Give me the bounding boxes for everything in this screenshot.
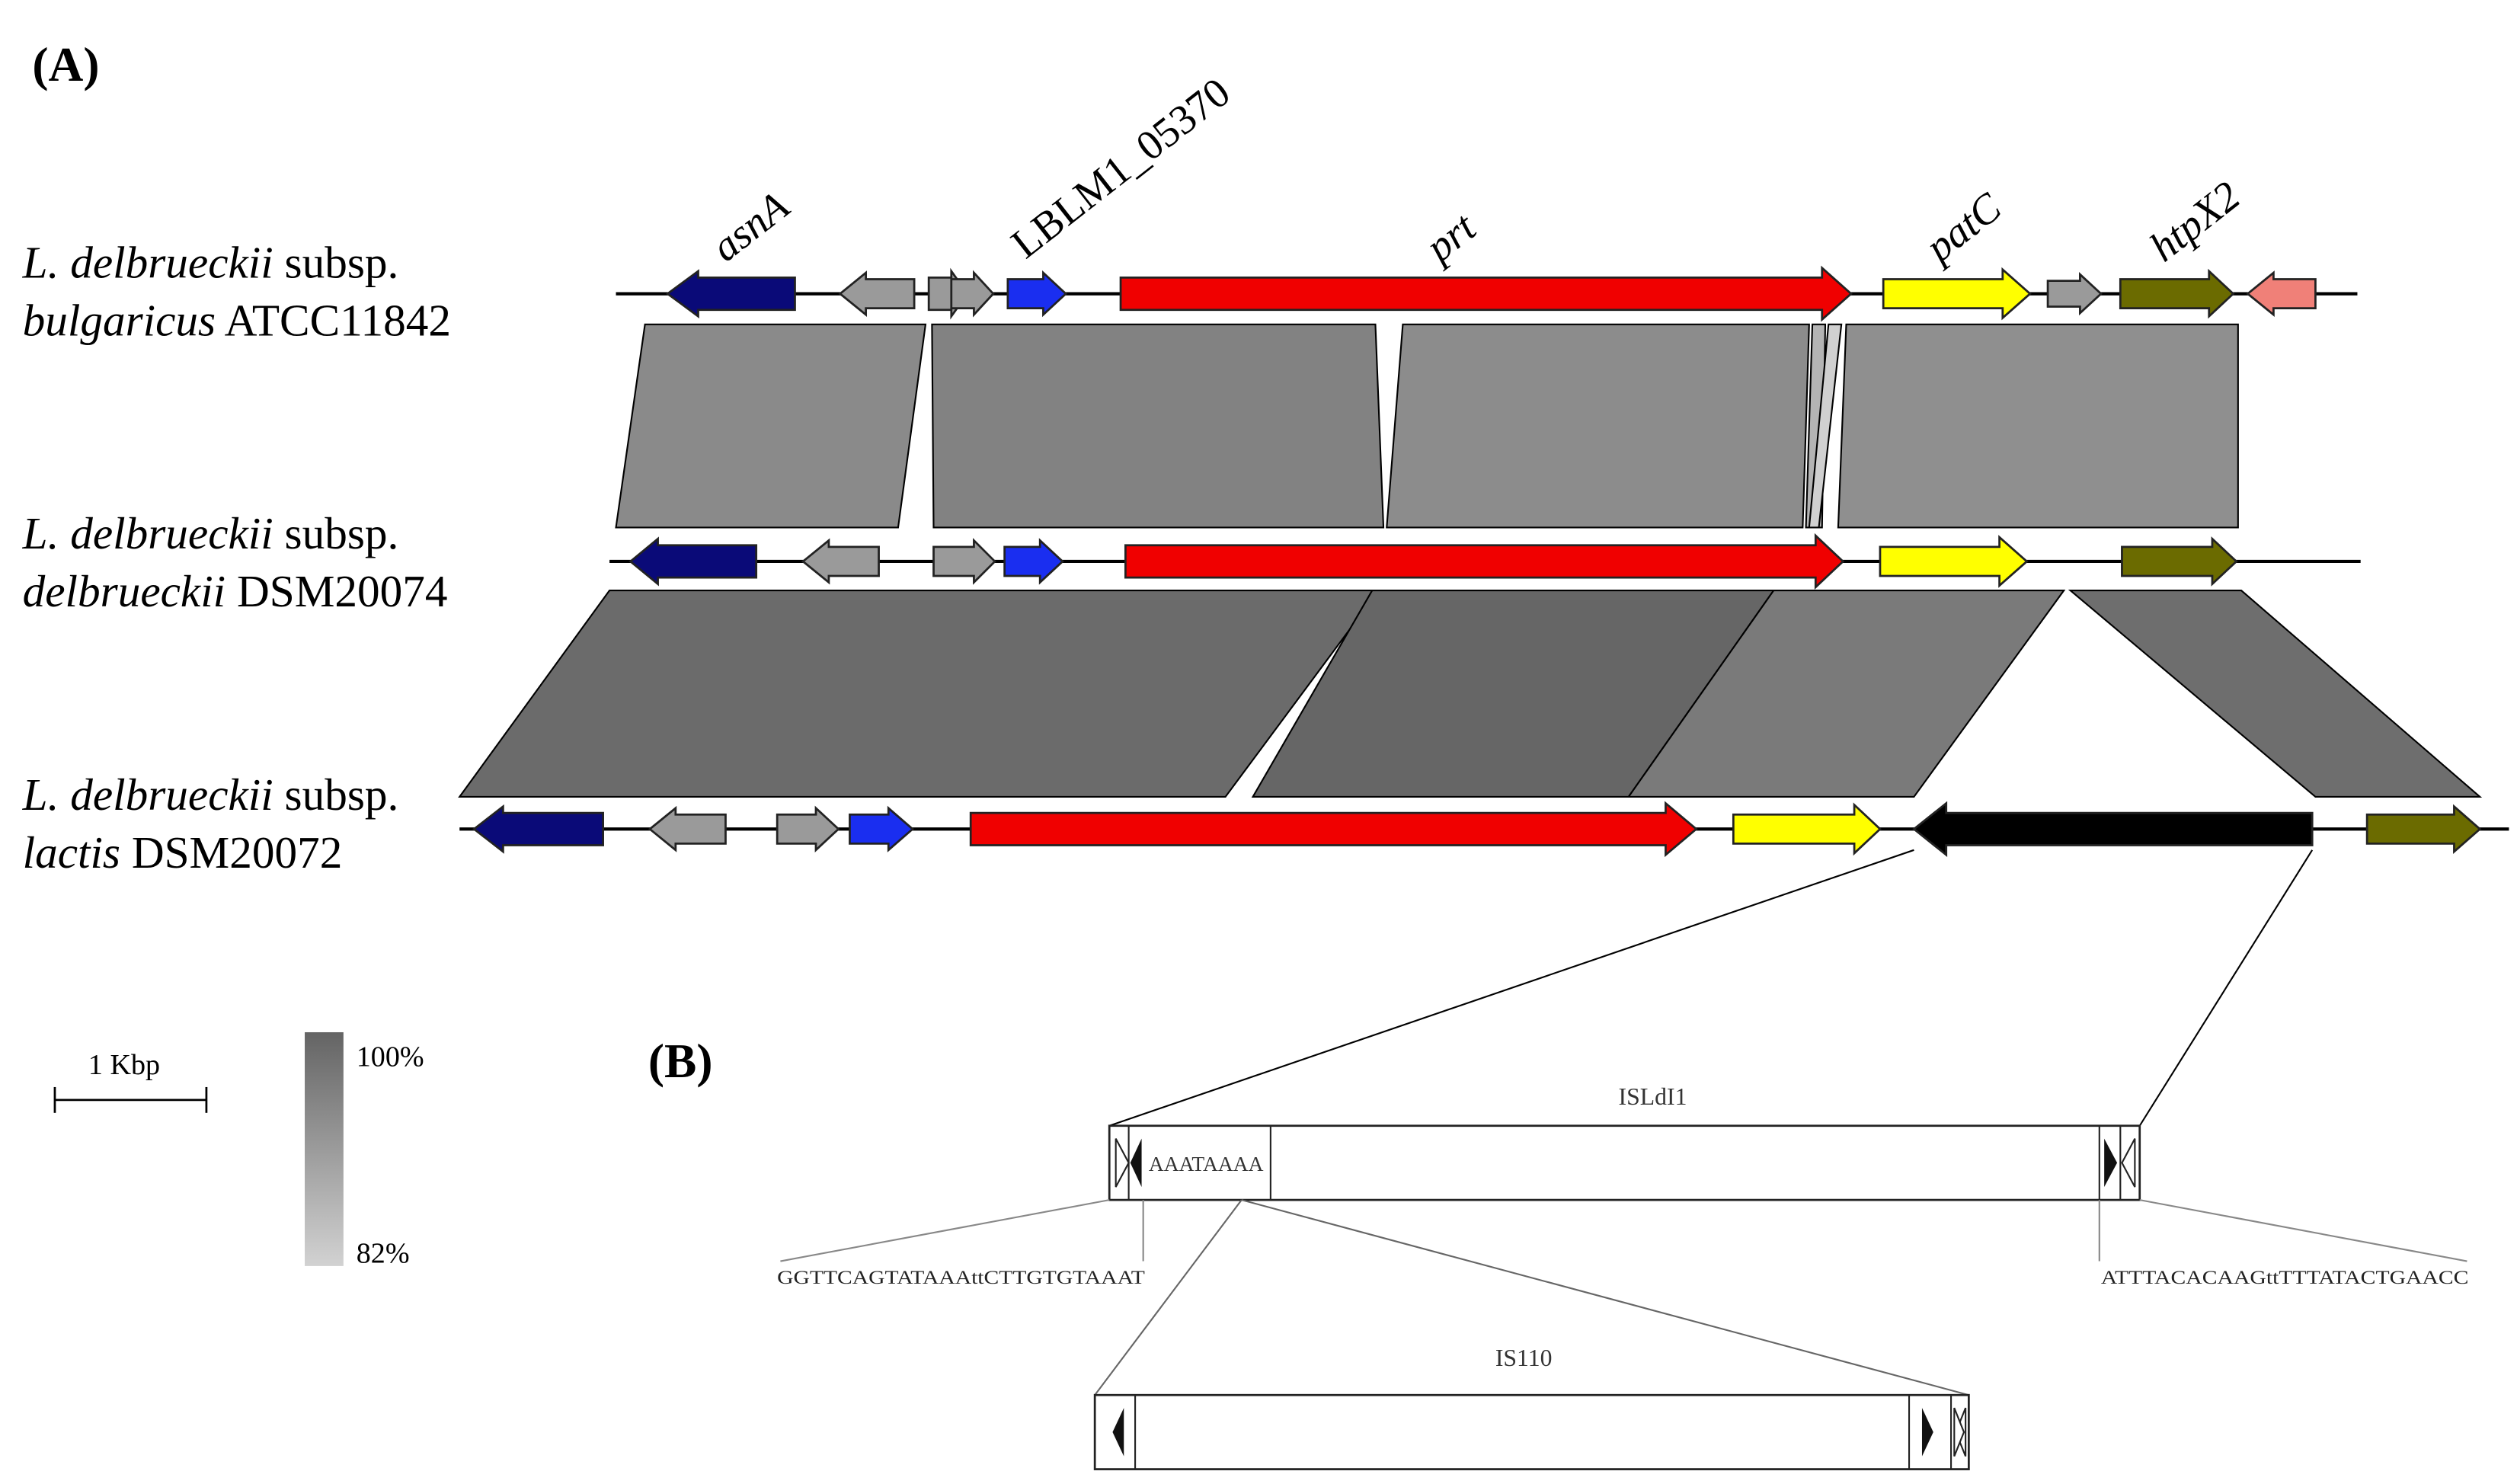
strain-id: DSM20074 bbox=[225, 566, 447, 616]
flank-callout-line bbox=[780, 1199, 1110, 1262]
identity-legend: 100% 82% bbox=[305, 1031, 424, 1270]
gene-hypothetical bbox=[932, 538, 996, 585]
gene-LBLM1_05370 bbox=[1006, 270, 1068, 318]
synteny-block bbox=[931, 323, 1385, 529]
gene-hypothetical bbox=[776, 805, 840, 852]
gene-patC bbox=[1879, 535, 2029, 588]
right-inverted-repeat-icon bbox=[2104, 1138, 2118, 1188]
synteny-block-inverted bbox=[1808, 323, 1843, 529]
gene-htpX2 bbox=[2365, 804, 2482, 854]
synteny-block bbox=[458, 589, 1380, 798]
left-flank-sequence: GGTTCAGTATAAAttCTTGTGTAAAT bbox=[777, 1267, 1145, 1288]
gene-hypothetical bbox=[950, 270, 995, 318]
right-terminal-repeat-icon bbox=[1953, 1407, 1965, 1457]
right-inverted-repeat-icon bbox=[2121, 1138, 2136, 1188]
gene-htpX2 bbox=[2119, 268, 2235, 319]
scale-bar: 1 Kbp bbox=[53, 1049, 208, 1113]
gene-LBLM1_05370 bbox=[1003, 538, 1064, 585]
left-inverted-repeat-icon bbox=[1115, 1138, 1130, 1188]
gene-pink bbox=[2246, 270, 2317, 317]
gene-asnA bbox=[665, 269, 796, 318]
flank-callout-line bbox=[2139, 1199, 2467, 1262]
gene-prt bbox=[1124, 533, 1845, 590]
gene-LBLM1_05370 bbox=[849, 805, 915, 852]
identity-gradient-bar bbox=[305, 1031, 344, 1266]
gene-label-prt: prt bbox=[1415, 203, 1486, 272]
right-terminal-repeat-icon bbox=[1921, 1408, 1933, 1457]
svg-text:L. delbrueckii subsp.: L. delbrueckii subsp. bbox=[22, 769, 399, 820]
synteny-block bbox=[1386, 323, 1810, 529]
gene-asnA bbox=[472, 804, 604, 854]
panel-label-b: (B) bbox=[648, 1034, 713, 1088]
gene-hypothetical bbox=[801, 538, 880, 585]
strain-subspecies: bulgaricus bbox=[23, 296, 216, 346]
left-terminal-repeat-icon bbox=[1112, 1408, 1124, 1457]
svg-text:L. delbrueckii subsp.: L. delbrueckii subsp. bbox=[22, 508, 399, 558]
strain-species: L. delbrueckii bbox=[22, 769, 273, 820]
strain-subsp: subsp. bbox=[273, 237, 399, 287]
gene-prt bbox=[969, 801, 1698, 858]
is-element-IS110: IS110 bbox=[1093, 1345, 1970, 1470]
synteny-block bbox=[2068, 589, 2483, 798]
gene-hypothetical bbox=[648, 805, 727, 852]
svg-text:delbrueckii DSM20074: delbrueckii DSM20074 bbox=[23, 566, 448, 616]
synteny-blocks-1-2 bbox=[615, 323, 2239, 529]
strain-species: L. delbrueckii bbox=[22, 237, 273, 287]
svg-text:L. delbrueckii subsp.: L. delbrueckii subsp. bbox=[22, 237, 399, 287]
gene-label-htpX2: htpX2 bbox=[2141, 172, 2248, 270]
strain-species: L. delbrueckii bbox=[22, 508, 273, 558]
inner-sequence: AAATAAAA bbox=[1149, 1152, 1264, 1175]
zoom-line-left bbox=[1108, 849, 1914, 1127]
identity-max-label: 100% bbox=[357, 1041, 424, 1073]
is-element-ISLdI1: ISLdI1 AAATAAAA bbox=[1108, 1083, 2141, 1201]
gene-label-LBLM1_05370: LBLM1_05370 bbox=[1003, 69, 1239, 267]
gene-hypothetical bbox=[2046, 272, 2103, 316]
gene-is-element bbox=[1912, 801, 2314, 858]
synteny-block bbox=[1626, 589, 2066, 798]
strain-subsp: subsp. bbox=[273, 508, 399, 558]
gene-label-asnA: asnA bbox=[702, 182, 798, 270]
zoom-line-right bbox=[2138, 849, 2314, 1127]
gene-patC bbox=[1732, 802, 1882, 856]
gene-label-patC: patC bbox=[1914, 183, 2010, 272]
genes-track-delbrueckii bbox=[628, 533, 2238, 590]
synteny-blocks-2-3 bbox=[458, 589, 2483, 798]
gene-hypothetical bbox=[838, 270, 916, 317]
strain-subspecies: delbrueckii bbox=[23, 566, 226, 616]
strain-subsp: subsp. bbox=[273, 769, 399, 820]
strain-id: ATCC11842 bbox=[216, 296, 451, 346]
strain-label-lactis: L. delbrueckii subsp. lactis DSM20072 bbox=[22, 769, 399, 878]
strain-label-delbrueckii: L. delbrueckii subsp. delbrueckii DSM200… bbox=[22, 508, 448, 616]
panel-label-a: (A) bbox=[32, 37, 99, 91]
scale-bar-label: 1 Kbp bbox=[88, 1049, 160, 1081]
gene-patC bbox=[1882, 267, 2032, 321]
strain-label-bulgaricus: L. delbrueckii subsp. bulgaricus ATCC118… bbox=[22, 237, 451, 345]
left-inverted-repeat-icon bbox=[1130, 1138, 1142, 1188]
zoom-line-is110-left bbox=[1094, 1199, 1243, 1396]
synteny-block bbox=[1837, 323, 2239, 529]
right-flank-sequence: ATTTACACAAGttTTTATACTGAACC bbox=[2101, 1267, 2469, 1288]
svg-text:lactis DSM20072: lactis DSM20072 bbox=[23, 827, 343, 878]
identity-min-label: 82% bbox=[357, 1238, 410, 1270]
synteny-block bbox=[615, 323, 927, 529]
gene-htpX2 bbox=[2121, 536, 2238, 587]
svg-text:bulgaricus ATCC11842: bulgaricus ATCC11842 bbox=[23, 296, 451, 346]
sub-element-box bbox=[1093, 1393, 1970, 1470]
strain-id: DSM20072 bbox=[120, 827, 342, 878]
sub-element-name: IS110 bbox=[1495, 1345, 1553, 1371]
gene-prt bbox=[1119, 265, 1853, 322]
gene-asnA bbox=[628, 536, 758, 587]
genes-track-bulgaricus bbox=[665, 265, 2317, 322]
strain-subspecies: lactis bbox=[23, 827, 120, 878]
genes-track-lactis bbox=[472, 801, 2482, 858]
is-element-box bbox=[1108, 1124, 2141, 1201]
is-element-name: ISLdI1 bbox=[1619, 1083, 1687, 1110]
zoom-line-is110-right bbox=[1241, 1199, 1969, 1396]
